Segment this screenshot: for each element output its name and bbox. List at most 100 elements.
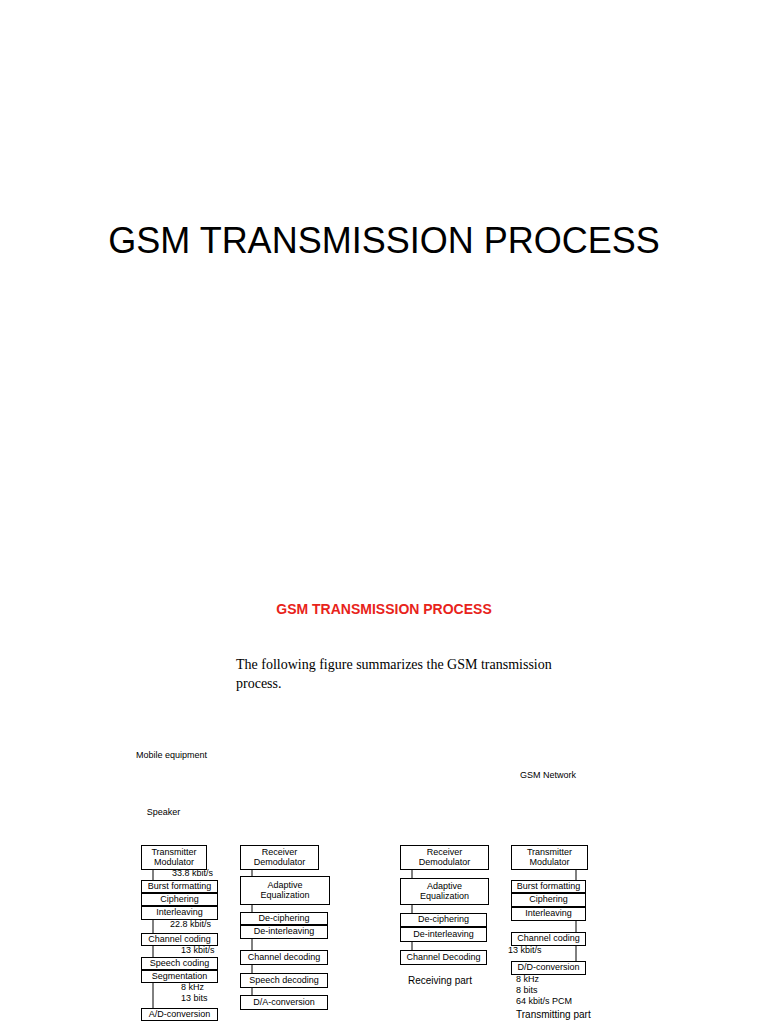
part-label: Transmitting part [516,1009,591,1020]
process-box: A/D-conversion [141,1008,218,1021]
box-label: A/D-conversion [149,1010,211,1020]
box-label: Adaptive Equalization [243,881,327,901]
rate-label: 33.8 kbit/s [172,868,213,878]
rate-label: 13 bits [181,993,208,1003]
box-label: De-interleaving [413,930,474,940]
box-label: Transmitter Modulator [144,848,204,868]
process-box: D/A-conversion [240,995,328,1010]
shape-label: Mobile equipment [136,751,207,761]
rate-label: 8 kHz [181,982,204,992]
process-box: Channel coding [141,933,218,946]
rate-label: 13 kbit/s [508,945,542,955]
box-label: De-ciphering [418,915,469,925]
connector-line [576,921,577,932]
network-ellipse [389,726,659,1024]
process-box: Channel Decoding [400,950,487,965]
intro-text: The following figure summarizes the GSM … [236,657,552,691]
box-label: Speech decoding [249,976,319,986]
connector-line [153,920,154,933]
box-label: De-interleaving [254,927,315,937]
shape-label: Speaker [147,808,181,818]
process-box: Interleaving [511,907,586,921]
connector-line [252,939,253,950]
page-title: GSM TRANSMISSION PROCESS [108,220,659,261]
rate-label-box: 13 kbit/s [181,946,215,956]
process-box: Adaptive Equalization [400,878,489,905]
radio-link [276,733,470,792]
process-box: De-interleaving [240,925,328,939]
connector-line [252,988,253,995]
rate-label-box: 13 bits [181,994,208,1004]
process-box: Receiver Demodulator [400,845,489,870]
connector-line [153,870,154,880]
box-label: D/D-conversion [517,963,579,973]
rate-label: 8 bits [516,985,538,995]
connector-line [252,965,253,973]
box-label: Speech coding [150,959,210,969]
rate-label-box: 33.8 kbit/s [172,869,213,879]
rate-label: 64 kbit/s PCM [516,996,572,1006]
box-label: Channel coding [517,934,580,944]
ellipse-outline [132,805,196,821]
process-box: Adaptive Equalization [240,876,330,905]
box-label: Burst formatting [148,882,212,892]
network-label: GSM Network [515,768,581,784]
speaker-ellipse: Speaker [131,804,196,821]
process-box: Burst formatting [511,880,586,893]
connector-line [412,942,413,950]
process-box: Speech decoding [240,973,328,988]
phone-wires [158,806,292,845]
process-box: Ciphering [141,893,218,906]
box-label: Ciphering [160,895,199,905]
process-box: D/D-conversion [511,961,586,975]
rate-label-box: 13 kbit/s [508,946,542,956]
section-heading: GSM TRANSMISSION PROCESS [276,601,491,617]
process-box: Transmitter Modulator [511,845,588,870]
phone-antenna [253,722,272,806]
process-box: De-interleaving [400,927,487,942]
process-box: Burst formatting [141,880,218,893]
process-box: Ciphering [511,893,586,907]
box-label: Adaptive Equalization [403,882,486,902]
connector-line [252,905,253,912]
rate-label: 22.8 kbit/s [170,919,211,929]
rate-label: 13 kbit/s [181,945,215,955]
page-title-box: GSM TRANSMISSION PROCESS [0,220,768,262]
box-label: D/A-conversion [253,998,315,1008]
process-box: Interleaving [141,906,218,920]
connector-line [153,946,154,957]
connector-line [576,946,577,961]
process-box: De-ciphering [240,912,328,925]
box-label: Transmitter Modulator [514,848,585,868]
phone-housing: Mobile equipmentSpeakerTransmitter Modul… [122,742,344,1024]
part-label-box: Transmitting part [516,1009,591,1020]
process-box: Channel decoding [240,950,328,965]
rate-label-box: 8 bits [516,986,538,996]
process-box: Segmentation [141,970,218,983]
rate-label-box: 64 kbit/s PCM [516,997,572,1007]
base-station-tower [486,764,502,830]
box-label: Receiver Demodulator [403,848,486,868]
box-label: Burst formatting [517,882,581,892]
box-label: Segmentation [152,972,208,982]
connector-line [576,870,577,880]
section-heading-box: GSM TRANSMISSION PROCESS [0,601,768,617]
connector-line [412,870,413,878]
rate-label-box: 8 kHz [516,975,539,985]
connector-line [412,905,413,913]
phone-outline [126,772,340,1024]
process-box: Transmitter Modulator [141,845,207,870]
box-label: Channel coding [148,935,211,945]
box-label: Channel decoding [248,953,321,963]
process-box: Receiver Demodulator [240,845,319,870]
rate-label: 8 kHz [516,974,539,984]
speaker-symbol [182,782,208,794]
box-label: Receiver Demodulator [243,848,316,868]
network-wires [443,830,548,845]
part-label: Receiving part [408,975,472,986]
connector-line [153,983,154,1008]
box-label: Channel Decoding [406,953,480,963]
box-label: Interleaving [156,908,203,918]
